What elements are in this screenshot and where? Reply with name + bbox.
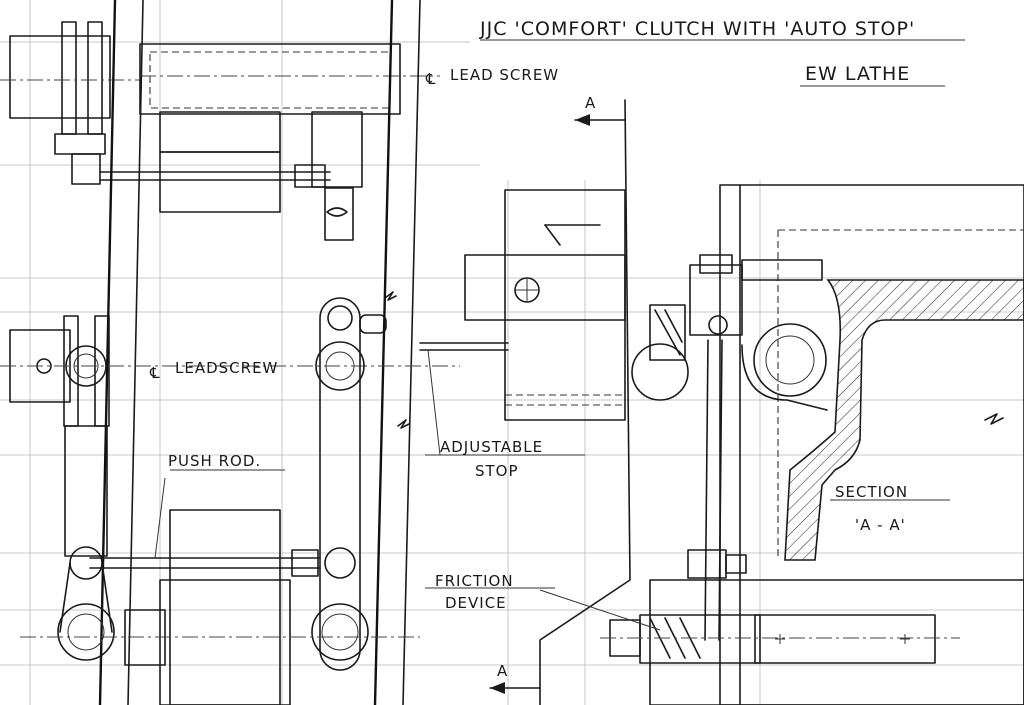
section-line — [489, 99, 631, 705]
lower-left-lever — [57, 546, 115, 661]
frame-members — [98, 0, 421, 705]
clutch-lever — [311, 297, 387, 671]
section-label-2: 'A - A' — [855, 516, 906, 534]
push-rod-label: PUSH ROD. — [168, 452, 261, 470]
section-aa-view — [600, 184, 1024, 705]
adjustable-stop-assembly — [419, 189, 689, 421]
section-label-1: SECTION — [835, 483, 908, 501]
centerline-symbol-upper: ℄ — [425, 70, 437, 88]
section-marker-top: A — [585, 94, 596, 112]
adjustable-stop-label-1: ADJUSTABLE — [440, 438, 543, 456]
leader-lines — [154, 39, 965, 631]
lower-housing — [20, 509, 420, 705]
upper-left-bracket — [0, 21, 140, 185]
drawing-title-line2: EW LATHE — [805, 63, 910, 85]
adjustable-stop-label-2: STOP — [475, 462, 519, 480]
centerline-symbol-lower: ℄ — [149, 364, 161, 382]
lead-screw-upper-label: LEAD SCREW — [450, 66, 559, 84]
friction-device-label-2: DEVICE — [445, 594, 507, 612]
section-marker-bottom: A — [497, 662, 508, 680]
friction-device-label-1: FRICTION — [435, 572, 514, 590]
push-rod — [89, 549, 321, 577]
middle-left-bracket — [0, 315, 460, 557]
drawing-title-line1: JJC 'COMFORT' CLUTCH WITH 'AUTO STOP' — [479, 18, 915, 40]
lead-screw-lower-label: LEADSCREW — [175, 359, 278, 377]
